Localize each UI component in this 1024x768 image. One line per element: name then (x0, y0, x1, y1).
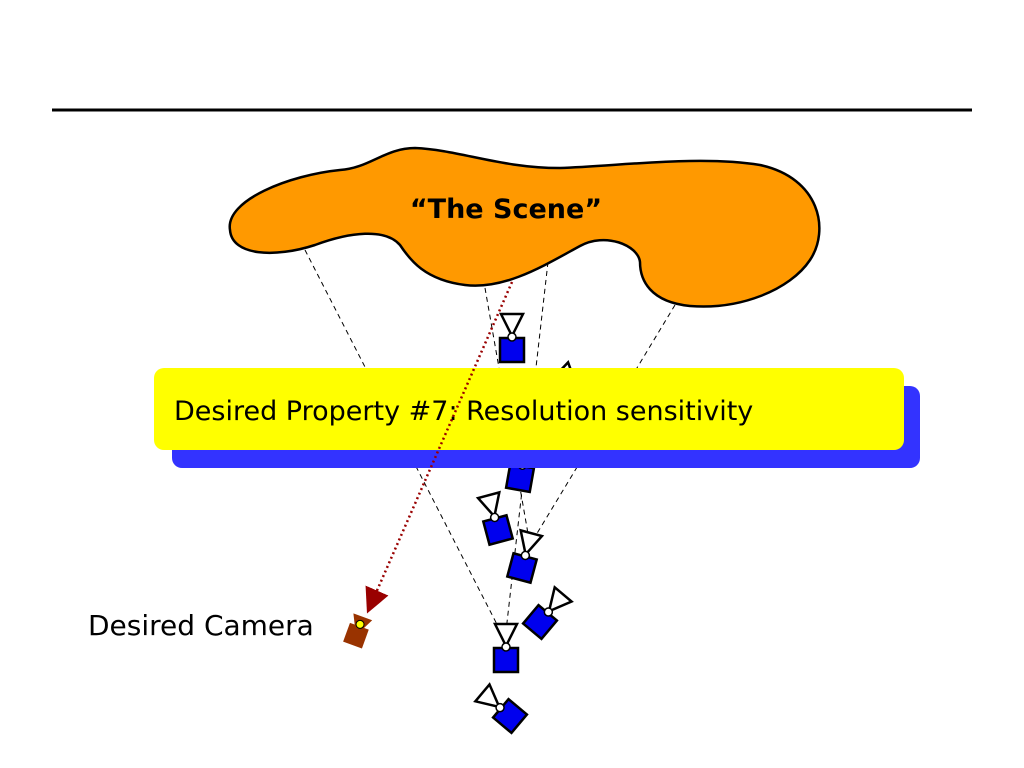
callout-box (154, 368, 904, 450)
input-camera (521, 585, 574, 641)
input-camera (505, 528, 545, 585)
desired-camera-icon (343, 613, 373, 649)
callout-text: Desired Property #7: Resolution sensitiv… (174, 396, 753, 427)
desired-ray (365, 281, 514, 614)
input-camera (473, 682, 529, 735)
desired-camera-label: Desired Camera (88, 609, 314, 642)
frustum-line (529, 304, 676, 546)
input-camera (492, 622, 520, 674)
scene-label: “The Scene” (410, 194, 602, 225)
input-camera (498, 312, 526, 364)
input-camera (475, 490, 515, 547)
scene-blob (228, 146, 821, 308)
